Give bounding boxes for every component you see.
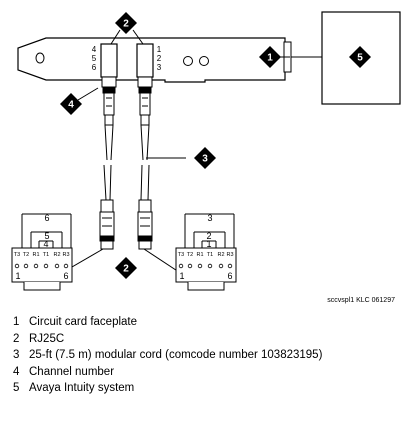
callout-1: 1 — [259, 46, 281, 68]
legend-item: 1 Circuit card faceplate — [13, 314, 398, 331]
legend-number: 3 — [13, 349, 20, 361]
callout-2-top: 2 — [115, 12, 137, 34]
right-end-1: 1 — [179, 271, 184, 281]
left-pin-r2: R2 — [53, 252, 60, 258]
legend-item: 5 Avaya Intuity system — [13, 380, 398, 397]
legend-item: 2 RJ25C — [13, 331, 398, 348]
right-pair-2: 2 — [206, 231, 211, 241]
svg-text:5: 5 — [357, 53, 363, 64]
left-pin-t3: T3 — [14, 252, 20, 258]
slot-label-right-top: 1 — [157, 45, 162, 54]
right-pin-t2: T2 — [187, 252, 193, 258]
right-pair-1: 1 — [206, 239, 211, 249]
svg-text:2: 2 — [123, 19, 129, 30]
upper-cord-right — [137, 76, 153, 161]
legend-item: 4 Channel number — [13, 364, 398, 381]
svg-text:4: 4 — [68, 100, 74, 111]
right-pin-t1: T1 — [207, 252, 213, 258]
lower-cord-left — [99, 164, 115, 250]
slot-label-left-bottom: 6 — [92, 63, 97, 72]
legend-text: Circuit card faceplate — [29, 316, 138, 328]
legend-text: Channel number — [29, 365, 115, 378]
legend: 1 Circuit card faceplate 2 RJ25C 3 25-ft (7… — [13, 314, 398, 397]
right-pin-t3: T3 — [178, 252, 184, 258]
left-pin-t2: T2 — [23, 252, 29, 258]
right-pin-r2: R2 — [217, 252, 224, 258]
right-pin-r3: R3 — [226, 252, 233, 258]
legend-text: RJ25C — [29, 332, 65, 345]
svg-text:2: 2 — [123, 264, 129, 275]
callout-2-bottom: 2 — [115, 257, 137, 279]
slot-label-left-mid: 5 — [92, 54, 97, 63]
upper-cord-left — [101, 76, 117, 161]
legend-number: 4 — [13, 365, 20, 378]
jack-channels-4-6 — [100, 43, 118, 78]
svg-text:1: 1 — [267, 53, 273, 64]
left-pair-5: 5 — [44, 231, 49, 241]
right-pair-3: 3 — [207, 213, 212, 223]
left-end-6: 6 — [63, 271, 68, 281]
right-pin-r1: R1 — [196, 252, 203, 258]
legend-number: 5 — [13, 382, 20, 394]
figure-id: sccvspl1 KLC 061297 — [327, 297, 395, 304]
jack-channels-1-3 — [136, 43, 154, 78]
legend-number: 1 — [13, 316, 20, 328]
left-pair-6: 6 — [44, 213, 49, 223]
callout-3: 3 — [194, 147, 216, 169]
callout-5: 5 — [349, 46, 371, 68]
lower-cord-right — [137, 164, 153, 250]
right-end-6: 6 — [227, 271, 232, 281]
slot-label-right-mid: 2 — [157, 54, 162, 63]
left-end-1: 1 — [15, 271, 20, 281]
rj25c-right-block: T3 T2 R1 T1 R2 R3 3 2 1 1 6 — [175, 213, 237, 291]
left-pin-r3: R3 — [62, 252, 69, 258]
svg-text:3: 3 — [202, 154, 208, 165]
legend-item: 3 25-ft (7.5 m) modular cord (comcode num… — [13, 347, 398, 364]
left-pin-r1: R1 — [32, 252, 39, 258]
legend-text: Avaya Intuity system — [29, 382, 135, 394]
legend-text: 25-ft (7.5 m) modular cord (comcode numb… — [29, 349, 323, 361]
connection-diagram: 4 5 6 1 2 3 — [11, 11, 401, 304]
callout-4: 4 — [60, 93, 82, 115]
left-pin-t1: T1 — [43, 252, 49, 258]
legend-number: 2 — [13, 332, 20, 345]
left-pair-4: 4 — [43, 239, 48, 249]
slot-label-left-top: 4 — [92, 45, 97, 54]
slot-label-right-bottom: 3 — [157, 63, 162, 72]
rj25c-left-block: T3 T2 R1 T1 R2 R3 6 5 4 1 6 — [11, 213, 73, 291]
